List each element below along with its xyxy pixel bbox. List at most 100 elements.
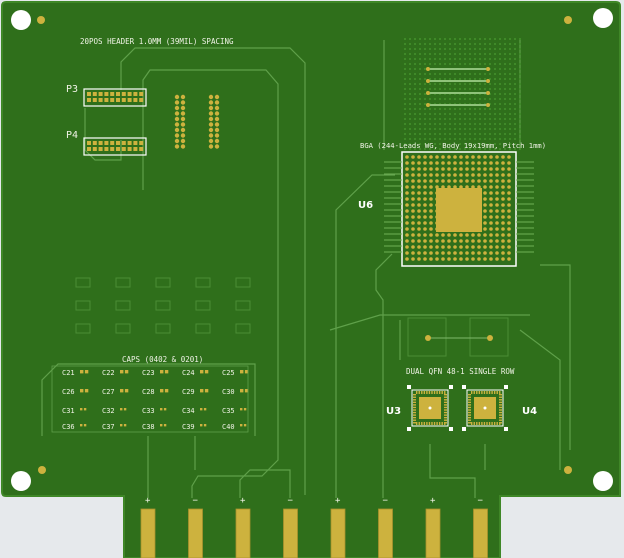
cap-pad[interactable] bbox=[204, 389, 209, 393]
header-pad[interactable] bbox=[139, 98, 144, 102]
cap-pad[interactable] bbox=[83, 408, 87, 411]
header-pad[interactable] bbox=[92, 147, 97, 151]
header-pad[interactable] bbox=[133, 141, 138, 145]
cap-pad[interactable] bbox=[204, 370, 209, 374]
cap-pad[interactable] bbox=[84, 389, 89, 393]
header-pad[interactable] bbox=[104, 147, 109, 151]
cap-pad[interactable] bbox=[80, 389, 84, 393]
cap-pad[interactable] bbox=[124, 370, 129, 374]
cap-pad[interactable] bbox=[240, 370, 244, 374]
header-pad[interactable] bbox=[92, 92, 97, 96]
cap-pad[interactable] bbox=[160, 408, 163, 411]
header-pad[interactable] bbox=[87, 98, 91, 102]
edge-finger[interactable] bbox=[188, 508, 203, 558]
header-pad[interactable] bbox=[98, 98, 103, 102]
edge-finger[interactable] bbox=[473, 508, 488, 558]
edge-finger[interactable] bbox=[378, 508, 393, 558]
cap-pad[interactable] bbox=[160, 389, 164, 393]
header-pad[interactable] bbox=[87, 141, 91, 145]
cap-pad[interactable] bbox=[244, 389, 249, 393]
header-pad[interactable] bbox=[139, 92, 144, 96]
header-pad[interactable] bbox=[116, 92, 120, 96]
header-pad[interactable] bbox=[127, 141, 132, 145]
header-pad[interactable] bbox=[139, 141, 144, 145]
qfn-pin bbox=[468, 406, 471, 409]
header-pad[interactable] bbox=[110, 92, 115, 96]
cap-pad[interactable] bbox=[160, 424, 163, 427]
cap-pad[interactable] bbox=[243, 424, 247, 427]
edge-finger[interactable] bbox=[235, 508, 251, 558]
cap-pad[interactable] bbox=[84, 370, 89, 374]
header-pad[interactable] bbox=[116, 141, 120, 145]
cap-pad[interactable] bbox=[203, 408, 207, 411]
cap-pad[interactable] bbox=[240, 389, 244, 393]
cap-pad[interactable] bbox=[200, 389, 204, 393]
header-pad[interactable] bbox=[116, 147, 120, 151]
cap-pad[interactable] bbox=[163, 408, 167, 411]
header-pad[interactable] bbox=[98, 92, 103, 96]
header-pad[interactable] bbox=[110, 147, 115, 151]
cap-pad[interactable] bbox=[123, 408, 127, 411]
header-pad[interactable] bbox=[133, 92, 138, 96]
edge-finger[interactable] bbox=[283, 508, 298, 558]
header-pad[interactable] bbox=[110, 98, 115, 102]
header-pad[interactable] bbox=[133, 98, 138, 102]
header-pad[interactable] bbox=[92, 98, 97, 102]
header-pad[interactable] bbox=[121, 147, 126, 151]
qfn-u4-footprint[interactable] bbox=[462, 385, 508, 431]
cap-pad[interactable] bbox=[200, 424, 203, 427]
cap-pad[interactable] bbox=[244, 370, 249, 374]
cap-pad[interactable] bbox=[123, 424, 127, 427]
edge-finger[interactable] bbox=[425, 508, 441, 558]
header-p3-pads[interactable] bbox=[87, 92, 144, 102]
edge-connector[interactable] bbox=[140, 508, 488, 558]
header-pad[interactable] bbox=[104, 141, 109, 145]
edge-finger[interactable] bbox=[330, 508, 346, 558]
header-pad[interactable] bbox=[121, 98, 126, 102]
cap-pad[interactable] bbox=[80, 408, 83, 411]
cap-pad[interactable] bbox=[124, 389, 129, 393]
header-pad[interactable] bbox=[110, 141, 115, 145]
cap-pad[interactable] bbox=[120, 370, 124, 374]
cap-pad[interactable] bbox=[83, 424, 87, 427]
header-pad[interactable] bbox=[87, 92, 91, 96]
edge-finger[interactable] bbox=[140, 508, 156, 558]
cap-pad[interactable] bbox=[120, 389, 124, 393]
cap-pad[interactable] bbox=[240, 408, 243, 411]
header-pad[interactable] bbox=[116, 98, 120, 102]
via bbox=[424, 68, 426, 70]
header-pad[interactable] bbox=[127, 92, 132, 96]
cap-pad[interactable] bbox=[200, 408, 203, 411]
cap-pad[interactable] bbox=[164, 389, 169, 393]
caps-footprints[interactable] bbox=[51, 365, 249, 433]
header-pad[interactable] bbox=[127, 147, 132, 151]
cap-pad[interactable] bbox=[120, 408, 123, 411]
via bbox=[469, 138, 471, 140]
cap-pad[interactable] bbox=[243, 408, 247, 411]
header-pad[interactable] bbox=[133, 147, 138, 151]
header-pad[interactable] bbox=[104, 92, 109, 96]
header-pad[interactable] bbox=[98, 147, 103, 151]
cap-pad[interactable] bbox=[240, 424, 243, 427]
header-pad[interactable] bbox=[87, 147, 91, 151]
header-pad[interactable] bbox=[104, 98, 109, 102]
header-pad[interactable] bbox=[121, 141, 126, 145]
cap-pad[interactable] bbox=[163, 424, 167, 427]
header-pad[interactable] bbox=[121, 92, 126, 96]
cap-pad[interactable] bbox=[203, 424, 207, 427]
header-p4-pads[interactable] bbox=[87, 141, 144, 151]
cap-pad[interactable] bbox=[80, 370, 84, 374]
header-pad[interactable] bbox=[98, 141, 103, 145]
header-pad[interactable] bbox=[92, 141, 97, 145]
header-pad[interactable] bbox=[139, 147, 144, 151]
cap-pad[interactable] bbox=[80, 424, 83, 427]
cap-pad[interactable] bbox=[164, 370, 169, 374]
header-pad[interactable] bbox=[127, 98, 132, 102]
cap-pad[interactable] bbox=[160, 370, 164, 374]
qfn-u3-footprint[interactable] bbox=[407, 385, 453, 431]
bga-u6-thermal-pad[interactable] bbox=[436, 188, 482, 232]
bga-ball bbox=[489, 239, 493, 243]
cap-pad[interactable] bbox=[200, 370, 204, 374]
cap-pad[interactable] bbox=[120, 424, 123, 427]
